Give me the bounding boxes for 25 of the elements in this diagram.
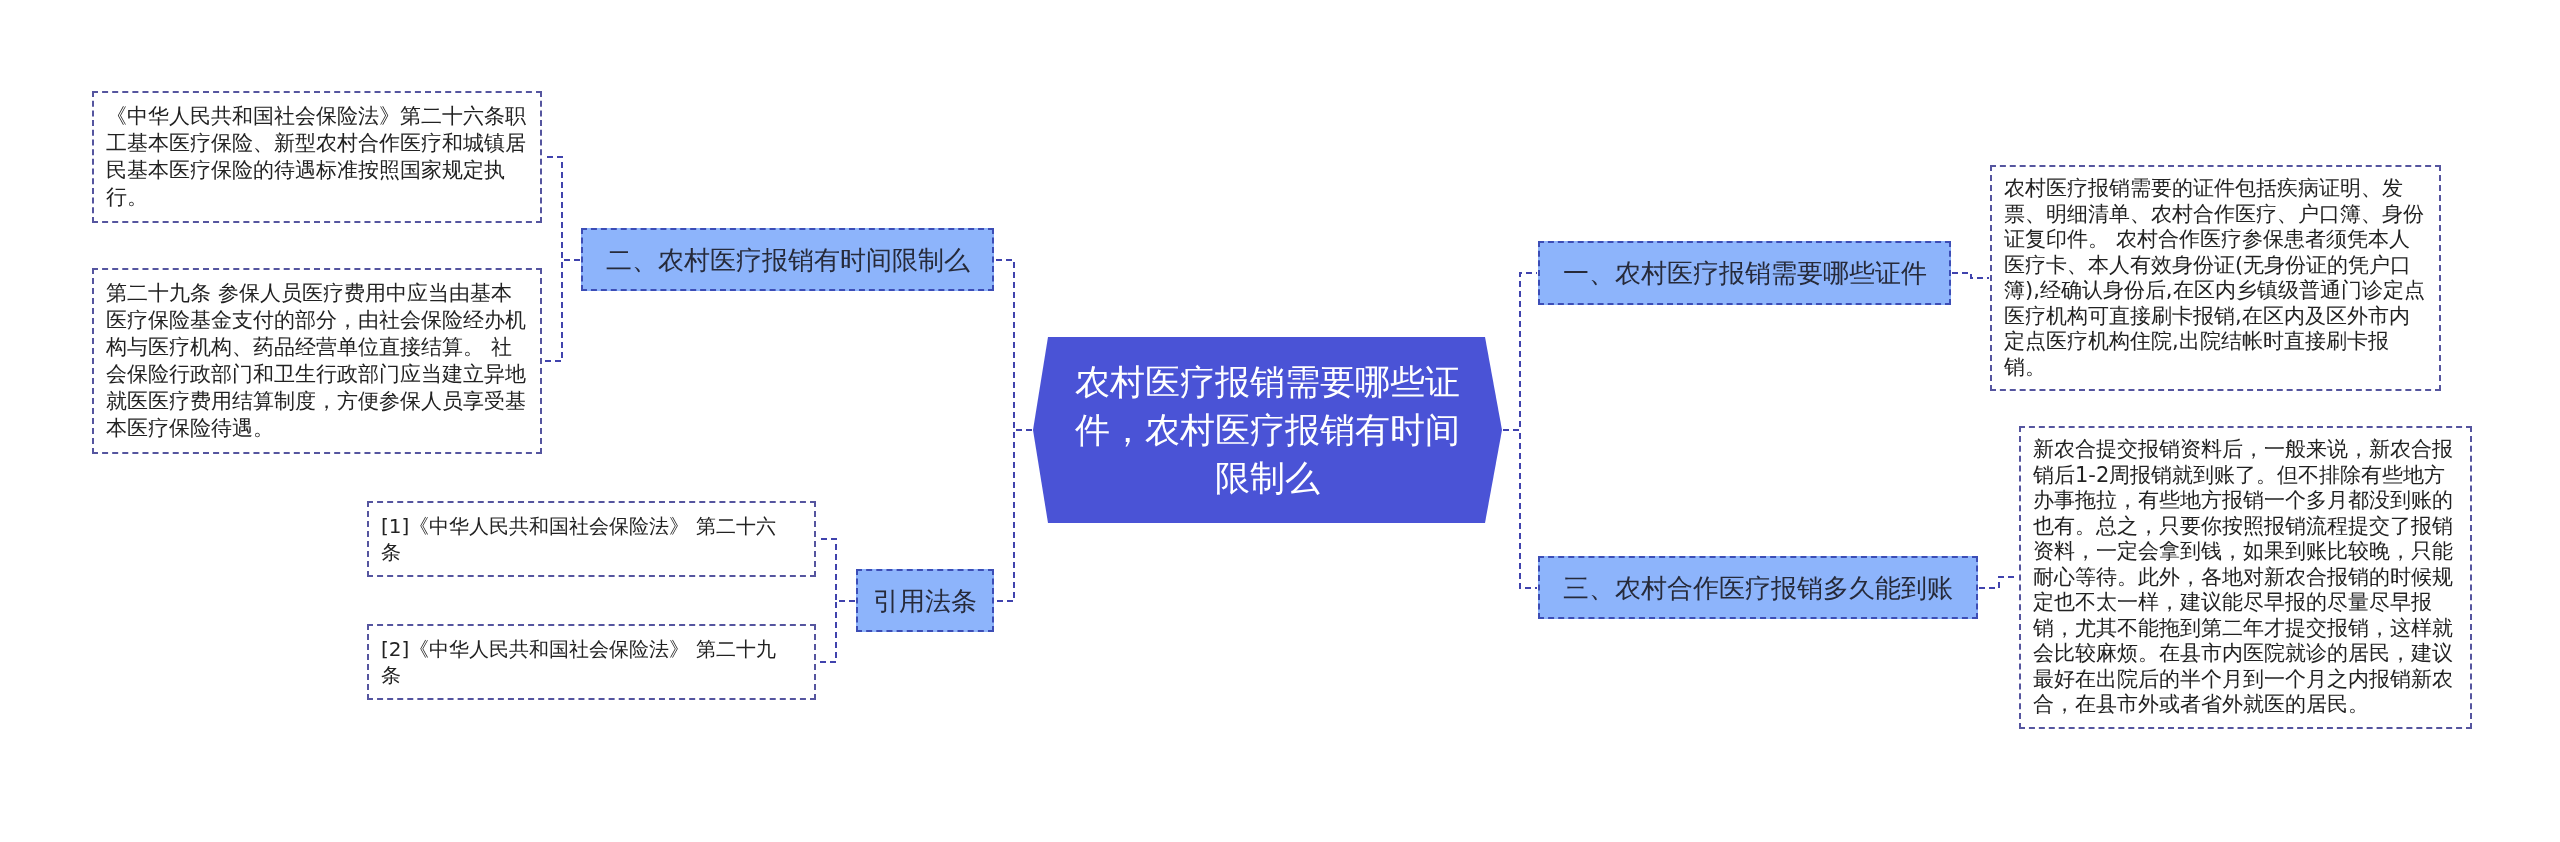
citation-text: [1]《中华人民共和国社会保险法》 第二十六条: [381, 513, 777, 565]
note-card: [1990, 165, 2441, 391]
branch-topic-text: 二、农村医疗报销有时间限制么: [605, 243, 970, 276]
note-text: 新农合提交报销资料后，一般来说，新农合报销后1-2周报销就到账了。但不排除有些地方办事拖拉，有些地方报销一个多月都没到账的也有。总之，只要你按照报销流程提交了报销资料，一定会拿到钱，如果到账比较晚，只能耐心等待。此外，各地对新农合报销的时候规定也不太一样，建议能尽早报的尽量尽早报销，尤其不能拖到第二年才提交报销，这样就会比较麻烦。在县市内医院就诊的居民，建议最好在出院后的半个月到一个月之内报销新农合，在县市外或者省外就医的居民。: [2033, 437, 2454, 718]
connector-line: [1502, 429, 1538, 589]
connector-line: [994, 429, 1033, 602]
branch-topic-text: 引用法条: [873, 584, 977, 617]
note-text: 农村医疗报销需要的证件包括疾病证明、发票、明细清单、农村合作医疗、户口簿、身份证复印件。 农村合作医疗参保患者须凭本人医疗卡、本人有效身份证(无身份证的凭户口簿),经确认身份后,在区内乡镇级普通门诊定点医疗机构可直接刷卡报销,在区内及区外市内定点医疗机构住院,出院结帐时直接刷卡报销。: [2004, 176, 2426, 380]
branch-topic-text: 一、农村医疗报销需要哪些证件: [1562, 257, 1927, 289]
citation-card: [367, 501, 816, 577]
branch-topic: [856, 569, 994, 632]
branch-topic-text: 三、农村合作医疗报销多久能到账: [1563, 571, 1953, 604]
branch-topic: [581, 228, 994, 291]
note-text: 第二十九条 参保人员医疗费用中应当由基本医疗保险基金支付的部分，由社会保险经办机构与医疗机构、药品经营单位直接结算。 社会保险行政部门和卫生行政部门应当建立异地就医医疗费用结算制度，方便参保人员享受基本医疗保险待遇。: [106, 280, 527, 442]
central-topic-text: 农村医疗报销需要哪些证件，农村医疗报销有时间限制么: [1074, 361, 1461, 500]
note-text: 《中华人民共和国社会保险法》第二十六条职工基本医疗保险、新型农村合作医疗和城镇居民基本医疗保险的待遇标准按照国家规定执行。: [106, 103, 527, 211]
central-topic: [1033, 337, 1502, 523]
note-card: [92, 268, 542, 454]
note-card: [92, 91, 542, 223]
branch-topic: [1538, 556, 1978, 619]
connector-line: [542, 259, 581, 362]
connector-line: [1951, 272, 1990, 279]
citation-card: [367, 624, 816, 700]
branch-topic: [1538, 241, 1951, 305]
citation-text: [2]《中华人民共和国社会保险法》 第二十九条: [381, 636, 777, 688]
